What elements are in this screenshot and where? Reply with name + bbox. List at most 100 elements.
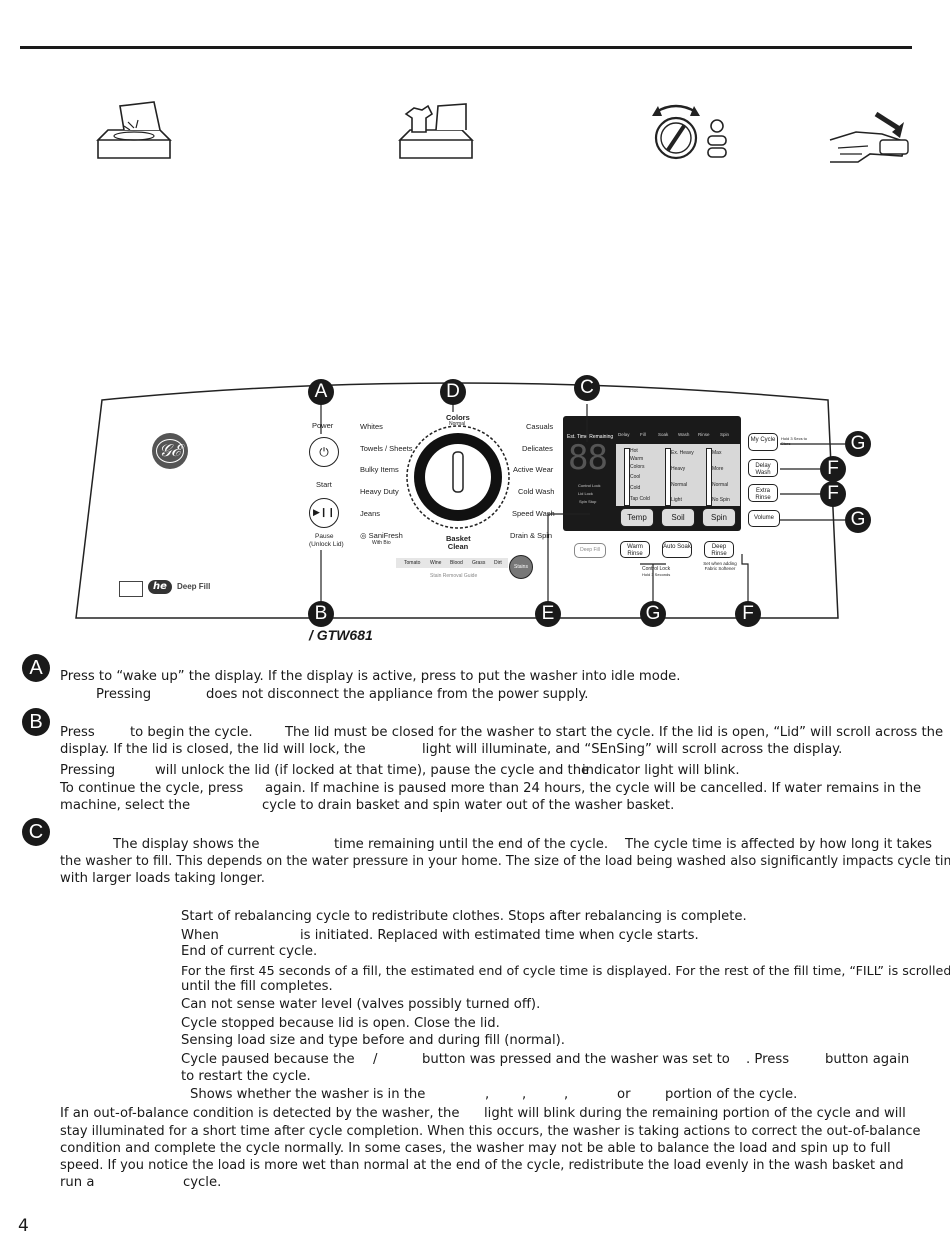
my-cycle-button[interactable]: My Cycle — [748, 433, 778, 451]
text-d9c: button was pressed and the washer was se… — [422, 1052, 730, 1067]
spin-max: Max — [712, 450, 722, 456]
cycle-heavy-duty: Heavy Duty — [360, 487, 399, 496]
section-a-marker: A — [22, 654, 50, 682]
cycle-bulky-items: Bulky Items — [360, 465, 399, 474]
text-d11c: , — [522, 1087, 527, 1102]
spin-no-spin: No Spin — [712, 497, 730, 503]
text-d1: Start of rebalancing cycle to redistribu… — [181, 909, 747, 924]
cycle-selector-dial[interactable] — [405, 424, 511, 530]
cycle-cold-wash: Cold Wash — [518, 487, 555, 496]
text-d9b: / — [373, 1052, 378, 1067]
status-spin: Spin — [720, 432, 730, 437]
auto-soak-button[interactable]: Auto Soak — [662, 541, 692, 558]
sanifresh-label: SaniFresh — [368, 531, 403, 540]
display-digits: 88 — [568, 438, 608, 478]
time-remaining-label: Est. Time Remaining — [567, 434, 614, 440]
stain-dirt: Dirt — [494, 560, 502, 566]
delay-wash-button[interactable]: Delay Wash — [748, 459, 778, 477]
temp-cold: Cold — [630, 485, 641, 491]
text-b3c: indicator light will blink. — [582, 763, 740, 778]
text-d11b: , — [485, 1087, 490, 1102]
control-lock-label: Control Lock — [642, 566, 671, 572]
text-d9d: . Press — [746, 1052, 790, 1067]
extra-rinse-button[interactable]: Extra Rinse — [748, 484, 778, 502]
callout-g-bottom: G — [640, 601, 666, 627]
text-d7: Cycle stopped because lid is open. Close… — [181, 1016, 500, 1031]
callout-a: A — [308, 379, 334, 405]
cycle-towels-sheets: Towels / Sheets — [360, 444, 413, 453]
text-b3a: Pressing — [60, 763, 116, 778]
text-a2b: does not disconnect the appliance from t… — [206, 687, 589, 702]
temp-button[interactable]: Temp — [620, 508, 654, 527]
ge-logo: 𝒢ℰ — [152, 433, 188, 469]
temp-colors: Colors — [630, 464, 645, 470]
text-d2a: When — [181, 928, 219, 943]
soil-button[interactable]: Soil — [661, 508, 695, 527]
text-e4: speed. If you notice the load is more we… — [60, 1158, 904, 1173]
text-b5a: machine, select the — [60, 798, 191, 813]
he-logo: he — [148, 580, 172, 594]
callout-g-mid: G — [845, 507, 871, 533]
control-lock-sub: Hold 3 Seconds — [642, 572, 671, 577]
callout-e: E — [535, 601, 561, 627]
power-icon: ⏻ — [319, 445, 329, 459]
volume-button[interactable]: Volume — [748, 510, 780, 527]
text-e2: stay illuminated for a short time after … — [60, 1124, 921, 1139]
text-b4a: To continue the cycle, press — [60, 781, 244, 796]
energy-star-logo — [119, 581, 143, 597]
add-clothes-icon — [398, 103, 474, 159]
text-d9a: Cycle paused because the — [181, 1052, 355, 1067]
spin-button[interactable]: Spin — [702, 508, 736, 527]
status-soak: Soak — [658, 432, 669, 437]
soil-level-bar — [665, 448, 671, 506]
spin-normal: Normal — [712, 482, 729, 488]
power-button[interactable]: ⏻ — [309, 437, 339, 467]
cycle-jeans: Jeans — [360, 509, 381, 518]
deep-fill-button[interactable]: Deep Fill — [574, 543, 606, 558]
status-fill: Fill — [640, 432, 646, 437]
temp-level-bar — [624, 448, 630, 506]
text-c1c: The cycle time is affected by how long i… — [625, 837, 932, 852]
warm-rinse-button[interactable]: Warm Rinse — [620, 541, 650, 558]
text-d5: until the fill completes. — [181, 979, 333, 994]
text-b1c: The lid must be closed for the washer to… — [285, 725, 944, 740]
stain-grass: Grass — [472, 560, 486, 566]
text-c1a: The display shows the — [113, 837, 260, 852]
text-d10: to restart the cycle. — [181, 1069, 311, 1084]
stain-guide-bar — [396, 558, 508, 568]
cycle-speed-wash: Speed Wash — [512, 509, 555, 518]
callout-f-top: F — [820, 456, 846, 482]
cycle-basket-clean: Basket Clean — [446, 534, 471, 551]
text-e1a: If an out-of-balance condition is detect… — [60, 1106, 460, 1121]
text-b2a: display. If the lid is closed, the lid w… — [60, 742, 366, 757]
play-pause-icon: ▶❙❙ — [312, 508, 335, 518]
text-b2b: light will illuminate, and “SEnSing” wil… — [422, 742, 843, 757]
status-rinse: Rinse — [698, 432, 710, 437]
sanifresh-sub: With Bio — [372, 540, 391, 546]
soil-light: Light — [671, 497, 682, 503]
callout-d: D — [440, 379, 466, 405]
stain-wine: Wine — [430, 560, 442, 566]
unlock-lid-label: (Unlock Lid) — [309, 541, 344, 548]
text-a2a: Pressing — [96, 687, 152, 702]
temp-cool: Cool — [630, 474, 641, 480]
cycle-drain-spin: Drain & Spin — [510, 531, 553, 540]
temp-hot: Hot — [630, 448, 638, 454]
stain-blood: Blood — [450, 560, 463, 566]
page-number: 4 — [18, 1216, 29, 1236]
section-b-marker: B — [22, 708, 50, 736]
cycle-delicates: Delicates — [522, 444, 553, 453]
temp-tap-cold: Tap Cold — [630, 496, 650, 502]
text-e3: condition and complete the cycle normall… — [60, 1141, 891, 1156]
deep-rinse-button[interactable]: Deep Rinse — [704, 541, 734, 558]
spin-level-bar — [706, 448, 712, 506]
start-pause-button[interactable]: ▶❙❙ — [309, 498, 339, 528]
text-a1: Press to “wake up” the display. If the d… — [60, 669, 681, 684]
text-b3b: will unlock the lid (if locked at that t… — [155, 763, 590, 778]
start-label: Start — [316, 480, 332, 489]
text-e5a: run a — [60, 1175, 95, 1190]
text-b1a: Press — [60, 725, 95, 740]
text-d8: Sensing load size and type before and du… — [181, 1033, 565, 1048]
deep-fill-logo: Deep Fill — [177, 582, 211, 591]
stains-button[interactable]: Stains — [509, 555, 533, 579]
